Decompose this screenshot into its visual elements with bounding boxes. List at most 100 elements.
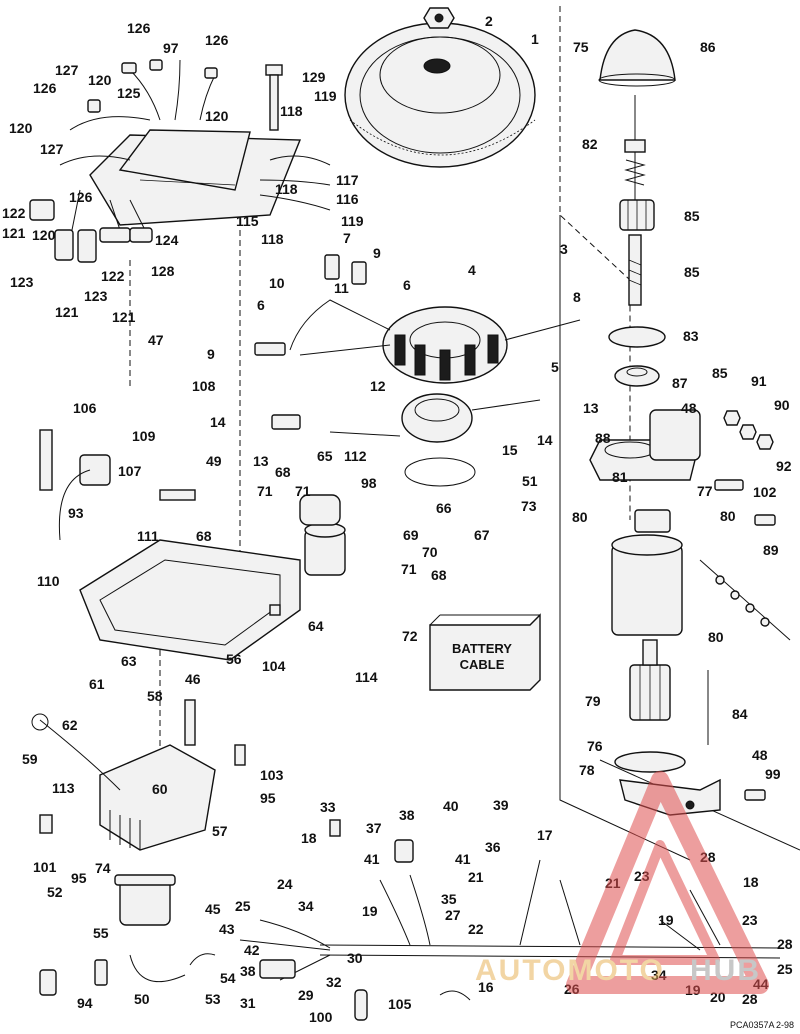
callout-116: 116 bbox=[336, 191, 359, 207]
callout-117: 117 bbox=[336, 172, 359, 188]
callout-123a: 123 bbox=[10, 274, 34, 290]
callout-104: 104 bbox=[262, 658, 286, 674]
callout-83: 83 bbox=[683, 328, 699, 344]
callout-119a: 119 bbox=[314, 88, 337, 104]
callout-68b: 68 bbox=[196, 528, 212, 544]
callout-112: 112 bbox=[344, 448, 367, 464]
callout-89: 89 bbox=[763, 542, 779, 558]
callout-68a: 68 bbox=[275, 464, 291, 480]
callout-120b: 120 bbox=[205, 108, 229, 124]
callout-97: 97 bbox=[163, 40, 179, 56]
callout-6a: 6 bbox=[257, 297, 265, 313]
callout-103: 103 bbox=[260, 767, 284, 783]
callout-122a: 122 bbox=[2, 205, 26, 221]
callout-10: 10 bbox=[269, 275, 285, 291]
callout-113: 113 bbox=[52, 780, 75, 796]
callout-129: 129 bbox=[302, 69, 326, 85]
callout-52: 52 bbox=[47, 884, 63, 900]
callout-110: 110 bbox=[37, 573, 60, 589]
callout-55: 55 bbox=[93, 925, 109, 941]
callout-72: 72 bbox=[402, 628, 418, 644]
callout-38b: 38 bbox=[240, 963, 256, 979]
callout-19a: 19 bbox=[362, 903, 378, 919]
callout-11: 11 bbox=[334, 280, 349, 296]
timer-base bbox=[271, 393, 541, 443]
callout-6b: 6 bbox=[403, 277, 411, 293]
callout-32: 32 bbox=[326, 974, 342, 990]
callout-126b: 126 bbox=[205, 32, 229, 48]
callout-27: 27 bbox=[445, 907, 461, 923]
callout-68c: 68 bbox=[431, 567, 447, 583]
callout-51: 51 bbox=[522, 473, 538, 489]
retainer-ring bbox=[404, 457, 476, 487]
callout-33: 33 bbox=[320, 799, 336, 815]
callout-92: 92 bbox=[776, 458, 792, 474]
callout-67: 67 bbox=[474, 527, 490, 543]
callout-80c: 80 bbox=[708, 629, 724, 645]
callout-73: 73 bbox=[521, 498, 537, 514]
brush-set-80 bbox=[699, 559, 791, 641]
callout-71c: 71 bbox=[401, 561, 417, 577]
callout-57: 57 bbox=[212, 823, 228, 839]
callout-85b: 85 bbox=[684, 264, 700, 280]
callout-121c: 121 bbox=[112, 309, 136, 325]
ignition-coil bbox=[114, 874, 176, 926]
callout-23b: 23 bbox=[742, 912, 758, 928]
callout-31: 31 bbox=[240, 995, 256, 1011]
callout-114: 114 bbox=[355, 669, 378, 685]
callout-2: 2 bbox=[485, 13, 493, 29]
callout-59: 59 bbox=[22, 751, 38, 767]
callout-81: 81 bbox=[612, 469, 628, 485]
callout-121a: 121 bbox=[2, 225, 26, 241]
callout-94: 94 bbox=[77, 995, 93, 1011]
callout-120d: 120 bbox=[32, 227, 56, 243]
callout-58: 58 bbox=[147, 688, 163, 704]
flywheel-nut bbox=[423, 7, 455, 29]
callout-22: 22 bbox=[468, 921, 484, 937]
callout-108: 108 bbox=[192, 378, 216, 394]
callout-101: 101 bbox=[33, 859, 57, 875]
callout-28b: 28 bbox=[777, 936, 793, 952]
starter-frame bbox=[611, 534, 683, 636]
battery-cable-label-2: CABLE bbox=[460, 657, 505, 672]
callout-71b: 71 bbox=[295, 483, 311, 499]
brush-holder bbox=[634, 509, 671, 533]
callout-37: 37 bbox=[366, 820, 382, 836]
callout-5: 5 bbox=[551, 359, 559, 375]
callout-15: 15 bbox=[502, 442, 518, 458]
callout-93: 93 bbox=[68, 505, 84, 521]
callout-100: 100 bbox=[309, 1009, 333, 1025]
callout-53: 53 bbox=[205, 991, 221, 1007]
callout-118a: 118 bbox=[280, 103, 303, 119]
callout-126d: 126 bbox=[69, 189, 93, 205]
callout-30: 30 bbox=[347, 950, 363, 966]
callout-42: 42 bbox=[244, 942, 260, 958]
callout-87: 87 bbox=[672, 375, 688, 391]
callout-98: 98 bbox=[361, 475, 377, 491]
commutator-end-cap bbox=[614, 751, 686, 773]
starter-solenoid bbox=[304, 522, 346, 576]
callout-62: 62 bbox=[62, 717, 78, 733]
callout-102: 102 bbox=[753, 484, 777, 500]
callout-77: 77 bbox=[697, 483, 713, 499]
callout-50: 50 bbox=[134, 991, 150, 1007]
callout-126a: 126 bbox=[127, 20, 151, 36]
callout-18a: 18 bbox=[301, 830, 317, 846]
callout-120a: 120 bbox=[88, 72, 112, 88]
figure-date: 2-98 bbox=[776, 1020, 794, 1030]
callout-85c: 85 bbox=[712, 365, 728, 381]
callout-119b: 119 bbox=[341, 213, 364, 229]
callout-40: 40 bbox=[443, 798, 459, 814]
callout-61: 61 bbox=[89, 676, 105, 692]
callout-18b: 18 bbox=[743, 874, 759, 890]
callout-38a: 38 bbox=[399, 807, 415, 823]
callout-48a: 48 bbox=[681, 400, 697, 416]
callout-9b: 9 bbox=[207, 346, 215, 362]
callout-1: 1 bbox=[531, 31, 539, 47]
stator bbox=[382, 306, 508, 384]
callout-43: 43 bbox=[219, 921, 235, 937]
callout-88: 88 bbox=[595, 430, 611, 446]
callout-41a: 41 bbox=[364, 851, 380, 867]
callout-25b: 25 bbox=[777, 961, 793, 977]
